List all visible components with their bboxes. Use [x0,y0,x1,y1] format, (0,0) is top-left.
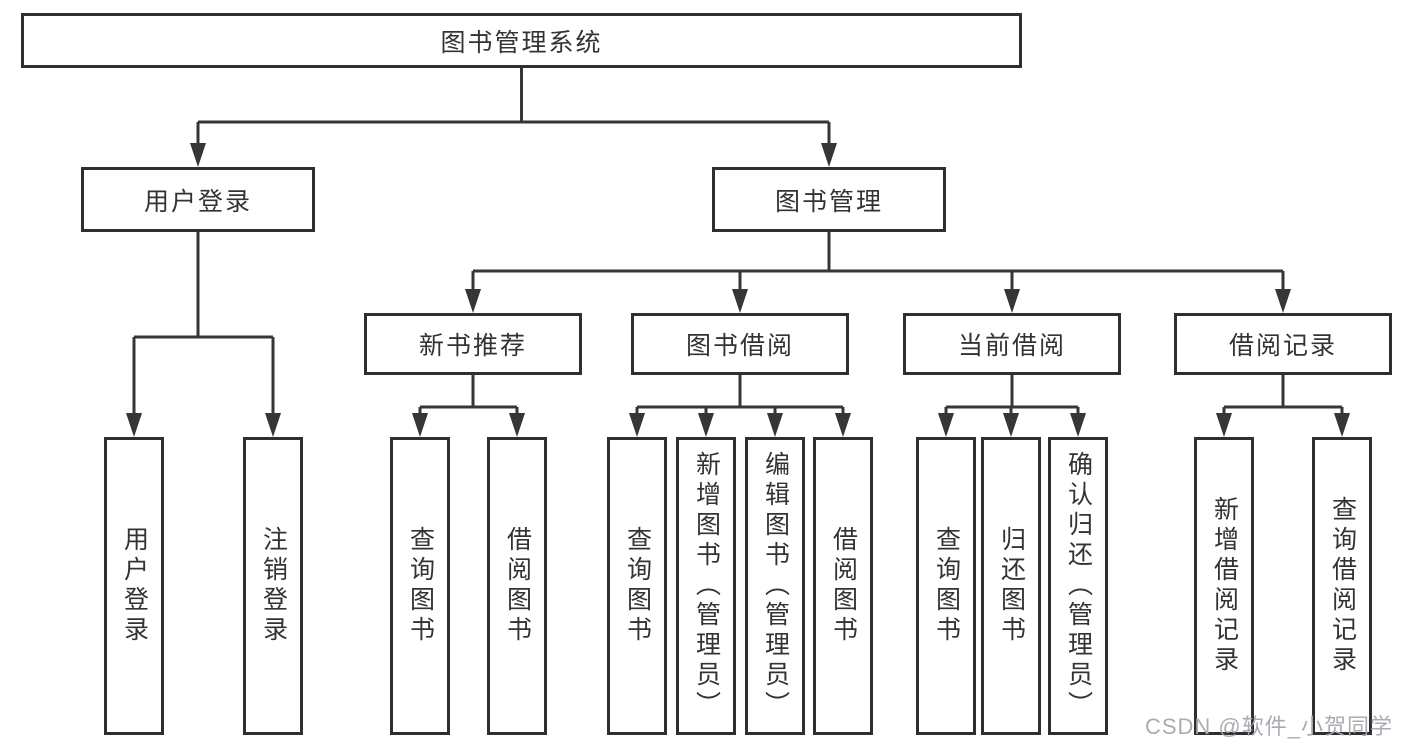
leaf-confirm-return-admin: 确认归还（管理员） [1048,437,1108,735]
node-borrow-records: 借阅记录 [1174,313,1392,375]
leaf-query-books-recommend: 查询图书 [390,437,450,735]
leaf-logout: 注销登录 [243,437,303,735]
leaf-add-books-admin: 新增图书（管理员） [676,437,736,735]
leaf-query-books-borrowing: 查询图书 [607,437,667,735]
leaf-borrow-books-borrowing: 借阅图书 [813,437,873,735]
node-book-management: 图书管理 [712,167,946,232]
node-book-borrowing: 图书借阅 [631,313,849,375]
node-current-borrowing: 当前借阅 [903,313,1121,375]
leaf-query-books-current: 查询图书 [916,437,976,735]
leaf-edit-books-admin: 编辑图书（管理员） [745,437,805,735]
node-new-book-recommend: 新书推荐 [364,313,582,375]
leaf-borrow-books-recommend: 借阅图书 [487,437,547,735]
connector-paths [132,68,1344,420]
node-library-management-system: 图书管理系统 [21,13,1022,68]
connector-arrowheads [126,143,1350,437]
node-user-login: 用户登录 [81,167,315,232]
leaf-return-books: 归还图书 [981,437,1041,735]
leaf-query-borrow-record: 查询借阅记录 [1312,437,1372,735]
leaf-add-borrow-record: 新增借阅记录 [1194,437,1254,735]
leaf-user-login: 用户登录 [104,437,164,735]
